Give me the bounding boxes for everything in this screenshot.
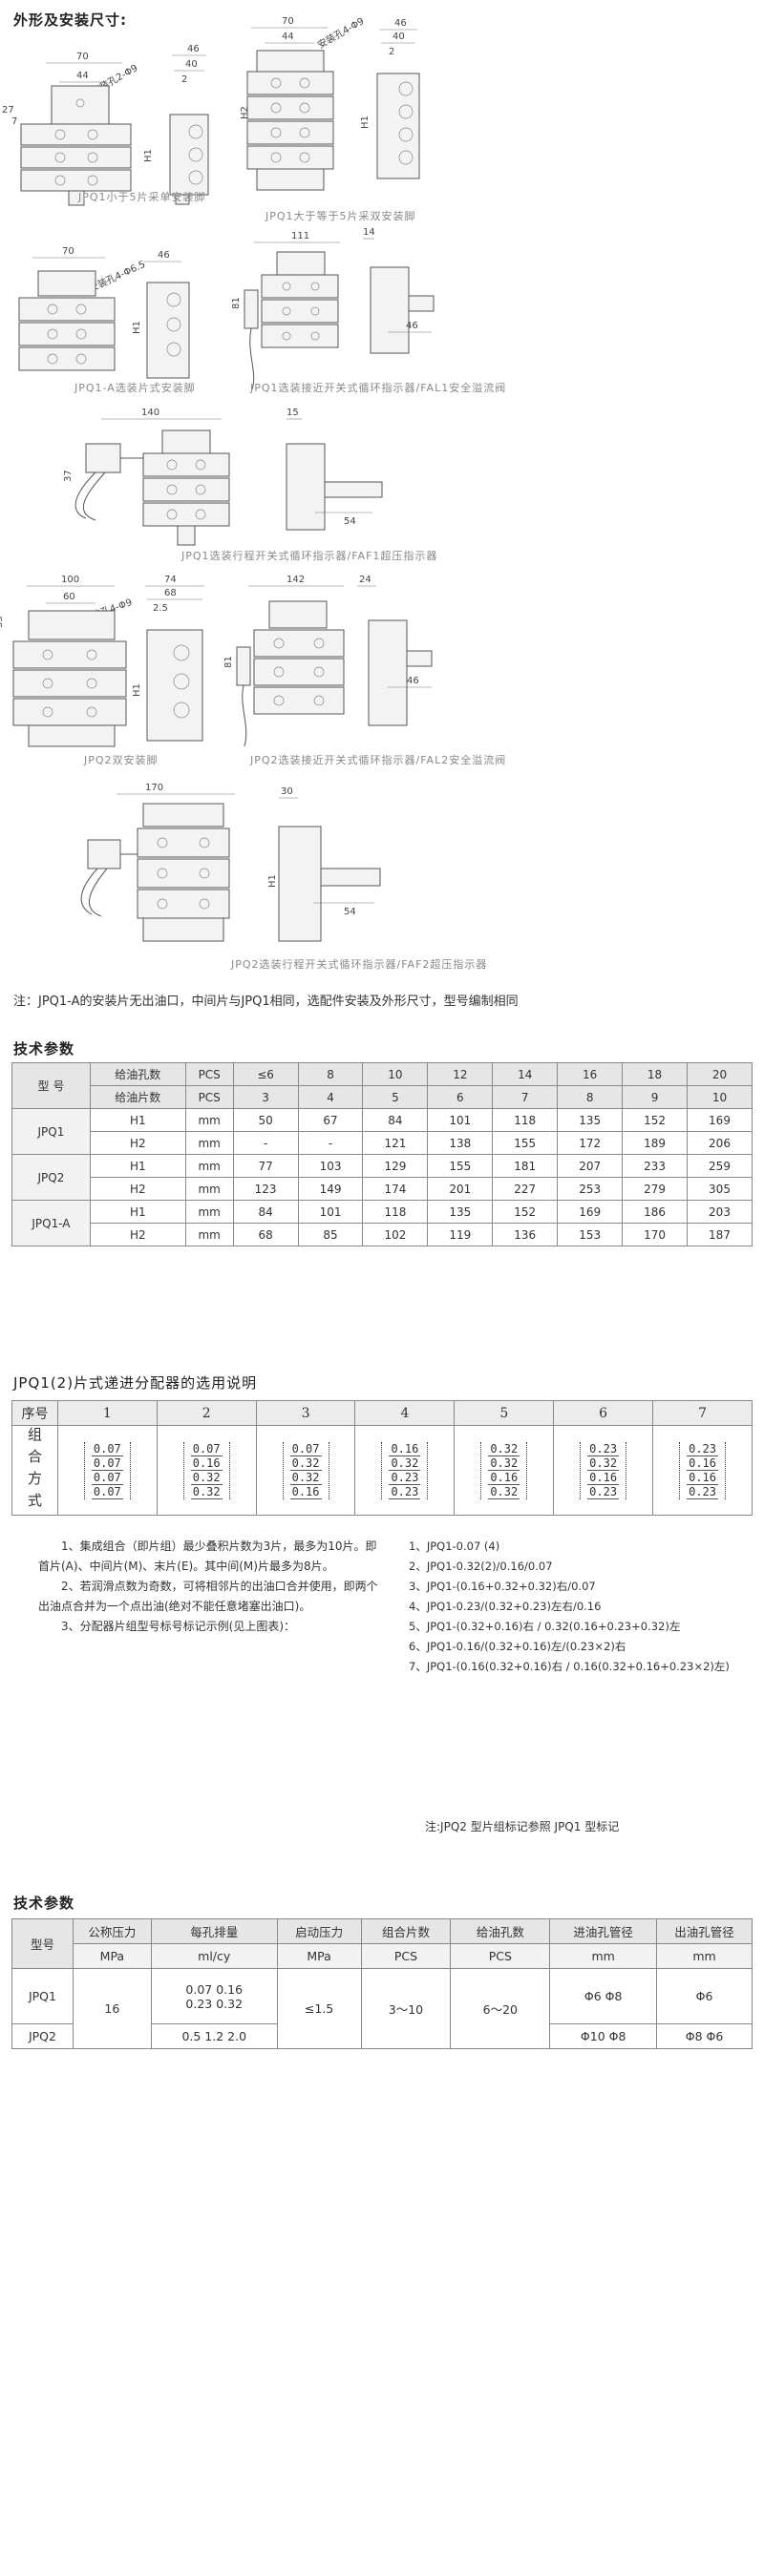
svg-text:142: 142 bbox=[286, 575, 305, 585]
caption-d2: JPQ1大于等于5片采双安装脚 bbox=[265, 210, 416, 222]
header-pieces: 给油片数 bbox=[89, 1085, 186, 1109]
svg-text:安装孔4-Φ9: 安装孔4-Φ9 bbox=[315, 14, 366, 51]
svg-text:2: 2 bbox=[181, 74, 187, 85]
label-combo: 组合方式 bbox=[11, 1425, 58, 1516]
svg-text:30: 30 bbox=[281, 786, 293, 797]
svg-text:54: 54 bbox=[344, 516, 356, 527]
caption-d4: JPQ1选装接近开关式循环指示器/FAL1安全溢流阀 bbox=[250, 382, 507, 394]
dim-7: 7 bbox=[11, 116, 17, 127]
svg-text:60: 60 bbox=[63, 592, 75, 602]
label-no: 序号 bbox=[11, 1400, 58, 1426]
unit-pcs: PCS bbox=[184, 1062, 234, 1086]
side-view: 46 40 2 H1 bbox=[360, 18, 420, 179]
drawing-jpq2-travel-switch: 170 30 H1 54 bbox=[80, 783, 381, 942]
svg-text:140: 140 bbox=[141, 408, 159, 418]
svg-text:H1: H1 bbox=[267, 874, 278, 888]
svg-text:37: 37 bbox=[63, 470, 74, 482]
note-jpq2-marking: 注:JPQ2 型片组标记参照 JPQ1 型标记 bbox=[425, 1820, 620, 1833]
caption-d5: JPQ1选装行程开关式循环指示器/FAF1超压指示器 bbox=[181, 550, 438, 562]
drawing-jpq1-single-foot: 70 44 27 7 安装孔2-Φ9 46 40 2 H1 bbox=[2, 44, 209, 206]
svg-text:46: 46 bbox=[394, 18, 407, 29]
drawing-jpq1-double-foot: 70 44 安装孔4-Φ9 H2 46 40 2 H1 bbox=[240, 14, 420, 191]
section-title-tech2: 技术参数 bbox=[13, 1895, 75, 1912]
drawing-jpq1-travel-switch: 140 37 15 54 bbox=[63, 408, 383, 546]
svg-text:40: 40 bbox=[393, 31, 405, 42]
svg-text:46: 46 bbox=[187, 44, 200, 54]
header-model: 型 号 bbox=[11, 1062, 91, 1109]
svg-text:2: 2 bbox=[389, 47, 394, 57]
drawing-jpq2-proximity-switch: 142 81 24 46 bbox=[223, 575, 433, 747]
svg-text:44: 44 bbox=[282, 31, 294, 42]
header-holes: 给油孔数 bbox=[89, 1062, 186, 1086]
svg-text:33: 33 bbox=[0, 616, 5, 628]
table-row: JPQ2 0.5 1.2 2.0 Φ10 Φ8 Φ8 Φ6 bbox=[11, 2023, 753, 2049]
svg-text:70: 70 bbox=[282, 16, 294, 27]
svg-text:H1: H1 bbox=[143, 149, 154, 162]
caption-d7: JPQ2选装接近开关式循环指示器/FAL2安全溢流阀 bbox=[250, 754, 507, 766]
svg-text:15: 15 bbox=[286, 408, 299, 418]
section-title-tech1: 技术参数 bbox=[13, 1040, 75, 1058]
svg-text:46: 46 bbox=[407, 676, 419, 686]
dim-44: 44 bbox=[76, 71, 89, 81]
svg-text:46: 46 bbox=[158, 250, 170, 261]
dim-70: 70 bbox=[76, 52, 89, 62]
svg-text:54: 54 bbox=[344, 907, 356, 917]
dim-27: 27 bbox=[2, 105, 14, 115]
svg-text:14: 14 bbox=[363, 227, 375, 238]
svg-text:H1: H1 bbox=[132, 683, 142, 697]
side-view: 46 40 2 H1 bbox=[143, 44, 209, 205]
front-view: 70 44 27 7 安装孔2-Φ9 bbox=[2, 52, 139, 206]
svg-text:100: 100 bbox=[61, 575, 79, 585]
svg-text:74: 74 bbox=[164, 575, 177, 585]
caption-d6: JPQ2双安装脚 bbox=[84, 754, 159, 766]
drawing-jpq1-proximity-switch: 111 81 14 46 bbox=[231, 227, 435, 390]
svg-text:46: 46 bbox=[406, 321, 418, 331]
svg-text:H2: H2 bbox=[240, 106, 250, 119]
svg-text:68: 68 bbox=[164, 588, 177, 598]
svg-text:H1: H1 bbox=[132, 321, 142, 334]
front-view: 70 44 安装孔4-Φ9 H2 bbox=[240, 14, 366, 191]
svg-text:24: 24 bbox=[359, 575, 371, 585]
caption-d1: JPQ1小于5片采单安装脚 bbox=[78, 191, 206, 203]
svg-text:111: 111 bbox=[291, 231, 309, 241]
caption-d8: JPQ2选装行程开关式循环指示器/FAF2超压指示器 bbox=[231, 958, 488, 971]
svg-text:40: 40 bbox=[185, 59, 198, 70]
marking-examples: 1、JPQ1-0.07 (4) 2、JPQ1-0.32(2)/0.16/0.07… bbox=[409, 1539, 730, 1673]
drawing-jpq2-double-foot: 100 60 33 安装孔4-Φ9 H2 74 68 2.5 H1 bbox=[0, 575, 204, 747]
caption-d3: JPQ1-A选装片式安装脚 bbox=[74, 382, 196, 394]
svg-text:H1: H1 bbox=[360, 115, 371, 129]
svg-text:81: 81 bbox=[231, 297, 242, 309]
rules-text: 1、集成组合（即片组）最少叠积片数为3片，最多为10片。即首片(A)、中间片(M… bbox=[38, 1539, 378, 1633]
svg-text:170: 170 bbox=[145, 783, 163, 793]
svg-text:2.5: 2.5 bbox=[153, 603, 168, 614]
section-title-selection: JPQ1(2)片式递进分配器的选用说明 bbox=[13, 1374, 258, 1392]
svg-text:70: 70 bbox=[62, 246, 74, 257]
section-title-dimensions: 外形及安装尺寸: bbox=[13, 11, 127, 29]
svg-text:81: 81 bbox=[223, 656, 234, 668]
drawing-jpq1a-foot: 70 安装孔4-Φ6.5 H2 46 H1 bbox=[18, 246, 190, 379]
note-jpq1a: 注：JPQ1-A的安装片无出油口，中间片与JPQ1相同，选配件安装及外形尺寸，型… bbox=[13, 995, 519, 1009]
